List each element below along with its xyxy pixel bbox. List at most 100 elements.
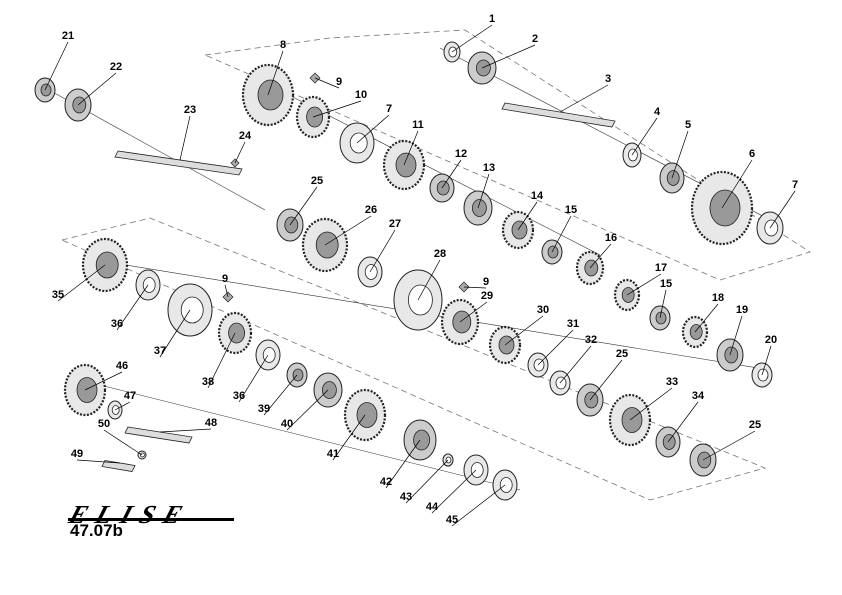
part-23-shaft [114, 150, 243, 176]
leader-line-22 [77, 72, 117, 106]
part-label-18: 18 [712, 292, 724, 304]
part-label-39: 39 [258, 403, 270, 415]
leader-line-9 [224, 284, 229, 298]
part-label-40: 40 [281, 418, 293, 430]
part-label-42: 42 [380, 476, 392, 488]
leader-line-41 [332, 414, 366, 461]
leader-line-26 [324, 215, 372, 246]
part-label-45: 45 [446, 514, 458, 526]
part-label-25: 25 [311, 175, 323, 187]
leader-line-29 [459, 301, 488, 323]
part-label-46: 46 [116, 360, 128, 372]
leader-line-32 [559, 345, 592, 384]
leader-line-27 [369, 229, 396, 273]
part-label-35: 35 [52, 289, 64, 301]
leader-line-44 [431, 469, 477, 514]
part-label-33: 33 [666, 376, 678, 388]
part-label-37: 37 [154, 345, 166, 357]
part-label-23: 23 [184, 104, 196, 116]
part-label-41: 41 [327, 448, 339, 460]
part-49-shaft [101, 460, 136, 472]
leader-line-36 [116, 284, 149, 331]
part-label-6: 6 [749, 148, 755, 160]
leader-line-5 [671, 130, 689, 179]
leader-line-1 [451, 24, 493, 53]
part-label-43: 43 [400, 491, 412, 503]
part-label-36: 36 [111, 318, 123, 330]
leader-line-3 [559, 84, 609, 113]
part-label-29: 29 [481, 290, 493, 302]
leader-line-13 [477, 173, 490, 209]
leader-line-38 [207, 332, 236, 389]
part-label-13: 13 [483, 162, 495, 174]
leader-line-2 [481, 44, 536, 69]
leader-line-16 [589, 243, 612, 269]
part-label-1: 1 [489, 13, 495, 25]
part-label-2: 2 [532, 33, 538, 45]
leader-line-25 [702, 430, 756, 461]
logo-underline [68, 518, 234, 521]
leader-line-42 [385, 439, 421, 489]
part-label-27: 27 [389, 218, 401, 230]
part-label-32: 32 [585, 334, 597, 346]
leader-line-21 [44, 41, 69, 91]
part-label-48: 48 [205, 417, 217, 429]
part-label-7: 7 [386, 103, 392, 115]
leader-line-43 [405, 459, 449, 504]
leader-line-28 [417, 259, 441, 301]
leader-line-15 [551, 215, 572, 253]
part-label-19: 19 [736, 304, 748, 316]
part-label-25: 25 [749, 419, 761, 431]
leader-line-37 [159, 309, 191, 358]
leader-line-31 [537, 329, 574, 366]
part-label-49: 49 [71, 448, 83, 460]
part-label-26: 26 [365, 204, 377, 216]
leader-line-4 [631, 117, 658, 156]
leader-line-23 [179, 115, 191, 161]
leader-line-15 [659, 289, 667, 319]
part-label-36: 36 [233, 390, 245, 402]
part-label-25: 25 [616, 348, 628, 360]
leader-line-7 [769, 190, 796, 229]
leader-line-45 [451, 484, 506, 527]
part-label-28: 28 [434, 248, 446, 260]
leader-line-49 [76, 459, 121, 464]
part-label-24: 24 [239, 130, 252, 142]
leader-line-25 [289, 186, 318, 226]
part-label-15: 15 [565, 204, 577, 216]
part-label-12: 12 [455, 148, 467, 160]
leader-line-36 [238, 354, 269, 403]
diagram-code: 47.07b [70, 521, 123, 540]
leader-line-48 [159, 428, 212, 433]
leader-line-8 [267, 50, 284, 96]
part-label-8: 8 [280, 39, 286, 51]
leader-line-47 [114, 401, 131, 411]
leader-line-25 [589, 359, 623, 401]
part-label-34: 34 [692, 390, 705, 402]
part-label-9: 9 [222, 273, 228, 285]
part-label-38: 38 [202, 376, 214, 388]
leader-line-6 [721, 159, 753, 209]
part-label-14: 14 [531, 190, 544, 202]
part-label-3: 3 [605, 73, 611, 85]
leader-line-19 [729, 315, 743, 356]
part-label-31: 31 [567, 318, 579, 330]
part-label-22: 22 [110, 61, 122, 73]
part-label-9: 9 [483, 276, 489, 288]
part-label-7: 7 [792, 179, 798, 191]
leader-line-12 [441, 159, 462, 189]
leader-line-39 [263, 374, 298, 416]
leader-line-11 [403, 130, 419, 166]
leader-line-35 [57, 264, 106, 302]
part-label-4: 4 [654, 106, 661, 118]
leader-line-18 [694, 303, 719, 333]
leader-line-20 [761, 345, 772, 376]
leader-line-10 [312, 100, 362, 118]
part-label-21: 21 [62, 30, 74, 42]
leader-line-34 [667, 401, 699, 443]
part-label-15: 15 [660, 278, 672, 290]
part-label-20: 20 [765, 334, 777, 346]
part-label-5: 5 [685, 119, 691, 131]
part-48-shaft [124, 426, 193, 444]
